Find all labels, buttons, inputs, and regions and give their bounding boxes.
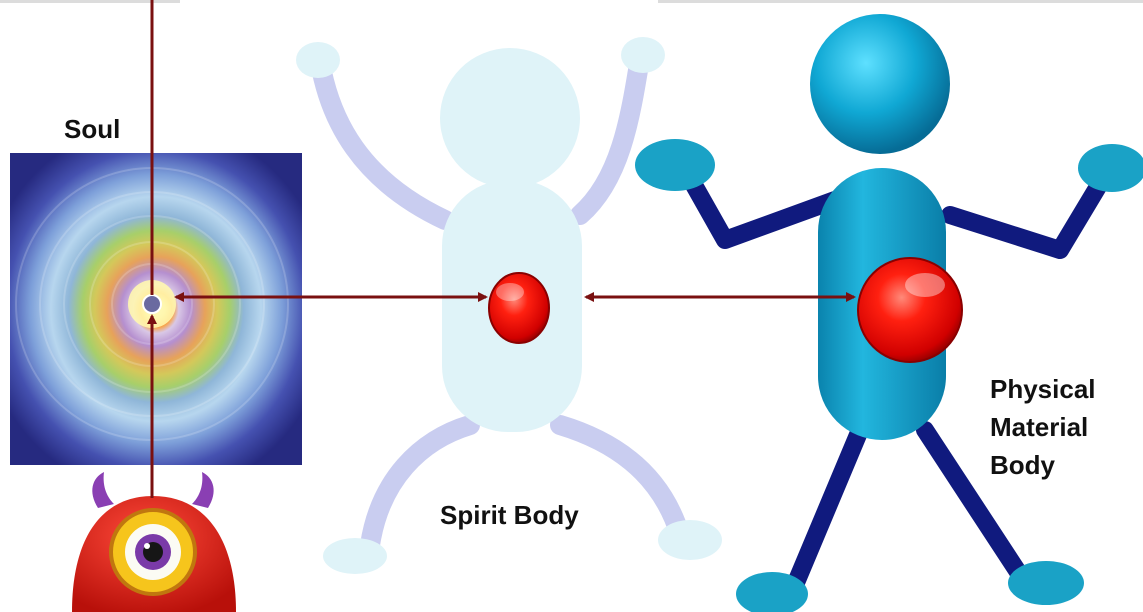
physical-core-orb xyxy=(858,258,962,362)
monster-left-horn xyxy=(92,472,114,508)
physical-body-label: Physical Material Body xyxy=(990,370,1096,484)
physical-left-arm xyxy=(690,178,835,240)
soul-core xyxy=(143,295,161,313)
spirit-core-orb xyxy=(489,273,549,343)
soul-image xyxy=(10,153,302,465)
monster-right-horn xyxy=(192,472,214,508)
spirit-left-arm xyxy=(320,62,445,220)
monster-icon xyxy=(72,472,236,612)
spirit-left-foot xyxy=(323,538,387,574)
spirit-body-label: Spirit Body xyxy=(440,496,579,534)
physical-left-hand xyxy=(635,139,715,191)
monster-eye-glint xyxy=(144,543,150,549)
spirit-right-arm xyxy=(580,58,640,215)
spirit-right-foot xyxy=(658,520,722,560)
physical-right-hand xyxy=(1078,144,1143,192)
spirit-left-hand xyxy=(296,42,340,78)
top-strip-right xyxy=(658,0,1143,3)
spirit-head xyxy=(440,48,580,188)
soul-label: Soul xyxy=(64,110,120,148)
physical-right-arm xyxy=(950,175,1105,250)
physical-left-leg xyxy=(795,430,860,585)
spirit-right-hand xyxy=(621,37,665,73)
physical-head xyxy=(810,14,950,154)
physical-right-foot xyxy=(1008,561,1084,605)
